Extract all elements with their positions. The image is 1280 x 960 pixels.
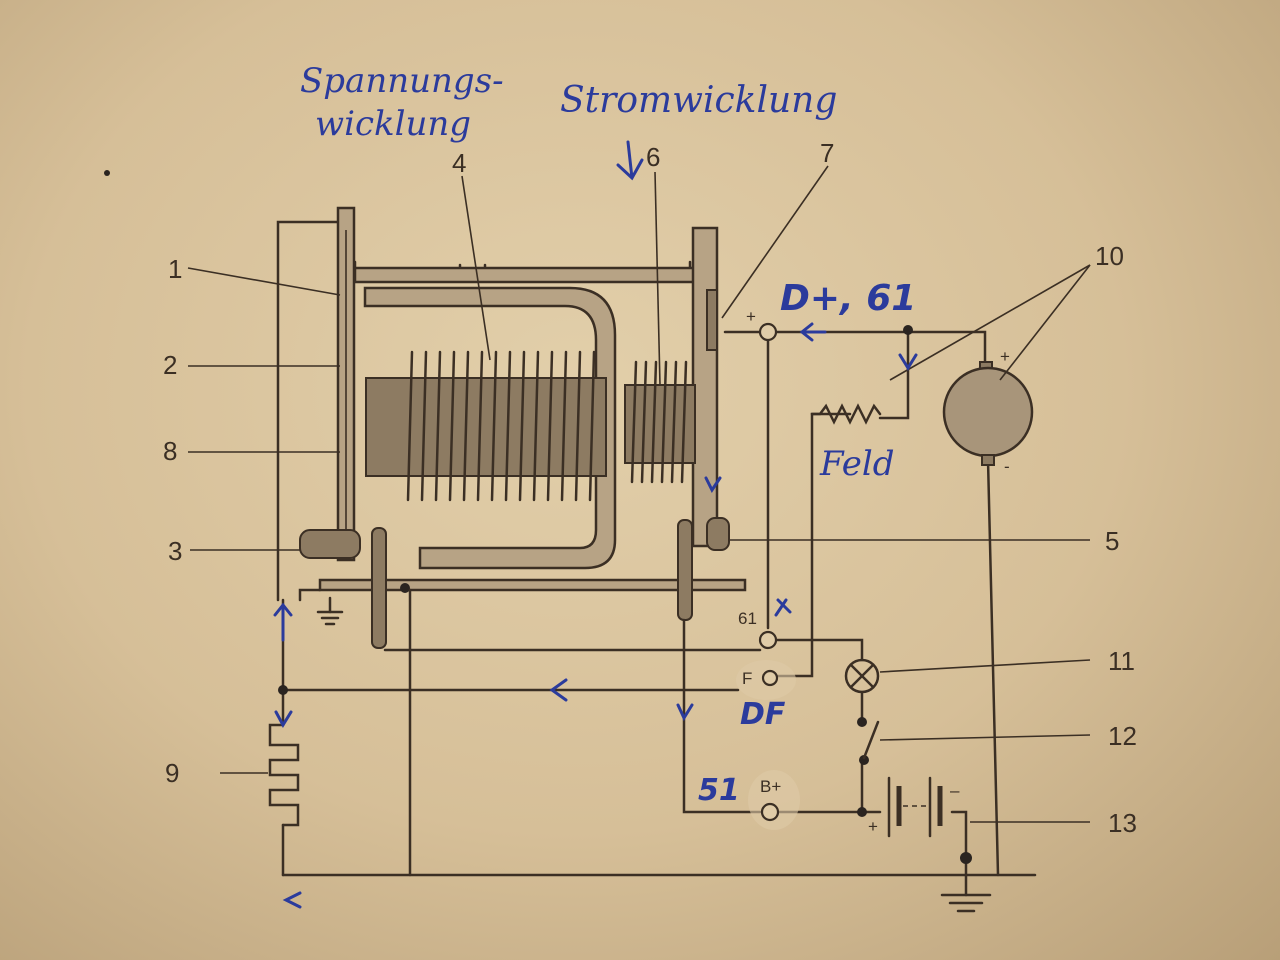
coil-winding (588, 350, 596, 502)
part-number-8: 8 (163, 436, 177, 466)
ground-symbol (316, 596, 344, 626)
coil-winding (650, 360, 658, 484)
part-number-10: 10 (1095, 241, 1124, 271)
coil-winding (476, 350, 484, 502)
contact-3 (299, 529, 361, 559)
coil-winding (630, 360, 638, 484)
part-number-2: 2 (163, 350, 177, 380)
battery-minus-label: – (950, 781, 960, 800)
right-plate (691, 226, 719, 548)
battery: + – (868, 776, 960, 838)
ink-dot (104, 170, 110, 176)
coil-winding (660, 360, 668, 484)
coil-winding (680, 360, 688, 484)
coil-winding (532, 350, 540, 502)
coil-winding (420, 350, 428, 502)
leader-lines (187, 165, 1091, 823)
current-coil-6 (624, 360, 696, 484)
terminal-61 (758, 630, 778, 650)
part-number-12: 12 (1108, 721, 1137, 751)
regulator-frame (276, 206, 356, 602)
armature (318, 578, 747, 592)
terminal-f (761, 669, 779, 687)
top-bracket (353, 226, 719, 548)
coil-winding (518, 350, 526, 502)
dynamo: + - (942, 347, 1034, 476)
coil-winding (574, 350, 582, 502)
annotation-wicklung: wicklung (315, 104, 471, 144)
contact-5 (706, 517, 730, 551)
dynamo-minus-label: - (1004, 457, 1010, 476)
coil-winding (546, 350, 554, 502)
coil-winding (490, 350, 498, 502)
spring-contact (371, 527, 387, 649)
current-flow-arrows (273, 140, 918, 909)
coil-winding (670, 360, 678, 484)
terminal-f-label: F (742, 669, 752, 688)
iron-core (363, 286, 617, 570)
coil-winding (406, 350, 414, 502)
coil-winding (448, 350, 456, 502)
part-number-3: 3 (168, 536, 182, 566)
part-number-1: 1 (168, 254, 182, 284)
terminal-b-plus (760, 802, 780, 822)
coil-winding (462, 350, 470, 502)
battery-plus-label: + (868, 817, 878, 836)
annotation-df: DF (740, 697, 786, 732)
terminal-61-label: 61 (738, 609, 757, 628)
ground-symbol (940, 873, 992, 913)
part-number-6: 6 (646, 142, 660, 172)
part-number-5: 5 (1105, 526, 1119, 556)
annotation-stromwicklung: Stromwicklung (560, 80, 837, 121)
annotation-spannungs: Spannungs- (300, 61, 504, 101)
part-number-4: 4 (452, 148, 466, 178)
voltage-coil-4 (365, 350, 607, 502)
coil-winding (560, 350, 568, 502)
part-number-13: 13 (1108, 808, 1137, 838)
annotation-d-plus-61: D+, 61 (780, 278, 916, 319)
coil-winding (434, 350, 442, 502)
field-winding (810, 403, 882, 425)
regulator-plus-label: + (746, 307, 756, 326)
dynamo-plus-label: + (1000, 347, 1010, 366)
part-number-9: 9 (165, 758, 179, 788)
coil-winding (640, 360, 648, 484)
terminal-d-plus (758, 322, 778, 342)
ignition-switch (857, 717, 880, 765)
contact-7 (706, 289, 718, 351)
charge-lamp (844, 658, 880, 694)
resistor-9 (268, 723, 300, 827)
annotation-51: 51 (698, 773, 740, 808)
part-number-11: 11 (1108, 646, 1135, 676)
part-number-7: 7 (820, 138, 834, 168)
coil-winding (504, 350, 512, 502)
terminal-b-plus-label: B+ (760, 777, 781, 796)
moving-contact (677, 519, 693, 621)
annotation-feld: Feld (819, 444, 895, 484)
